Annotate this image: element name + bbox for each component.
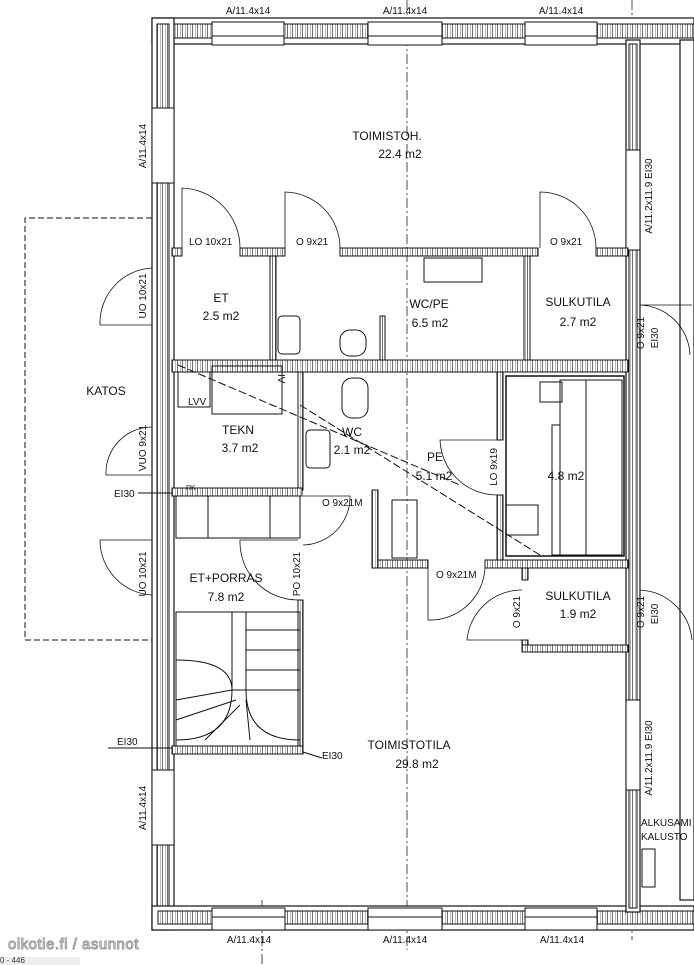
sauna-benches [391, 375, 625, 559]
room-katos-name: KATOS [86, 384, 126, 398]
katos-outline [24, 217, 152, 641]
window-label-top-3: A/11.4x14 [539, 6, 584, 17]
alkusammutus-cabinet [641, 848, 656, 888]
scale-text: 0 - 446 [0, 957, 80, 965]
room-sulkutila1-name: SULKUTILA [545, 295, 610, 309]
room-toimistotila-area: 29.8 m2 [395, 757, 439, 771]
room-tekn-name: TEKN [222, 423, 254, 437]
window-label-right-bottom: A/11.2x11.9 EI30 [644, 720, 655, 796]
room-et-name: ET [213, 291, 229, 305]
room-sulkutila2-name: SULKUTILA [545, 589, 610, 603]
room-etporras-area: 7.8 m2 [208, 590, 245, 604]
room-sulkutila2-area: 1.9 m2 [560, 607, 597, 621]
door-label-o-9x21-right: O 9x21 [636, 316, 647, 349]
rk-label: RK [186, 485, 196, 492]
door-label-o-9x21m: O 9x21M [322, 498, 363, 509]
room-wc-name: WC [342, 425, 362, 439]
iv-label: IV [275, 374, 286, 384]
window-label-top-1: A/11.4x14 [226, 6, 271, 17]
watermark: oikotie.fi / asunnot [8, 936, 139, 954]
door-label-lo-10x21: LO 10x21 [189, 237, 233, 248]
room-wcpe-area: 6.5 m2 [412, 316, 449, 330]
ei30-leader [302, 751, 323, 759]
ei30-label-stair: EI30 [322, 751, 343, 762]
alkusammutus-label-1: ALKUSAMI [641, 818, 692, 829]
exterior-walls [151, 17, 694, 931]
room-toimistoh-area: 22.4 m2 [378, 147, 422, 161]
door-label-o-9x21-sulku-right: O 9x21 [636, 595, 647, 628]
door-label-po-10x21: PO 10x21 [292, 551, 303, 596]
room-pe-area: 5.1 m2 [416, 469, 453, 483]
ei30-label-left: EI30 [114, 489, 135, 500]
door-label-vuo-9x21: VUO 9x21 [138, 424, 149, 471]
room-sulkutila1-area: 2.7 m2 [560, 315, 597, 329]
window-label-bottom-2: A/11.4x14 [383, 935, 428, 946]
room-wc-area: 2.1 m2 [334, 443, 371, 457]
room-et-area: 2.5 m2 [203, 309, 240, 323]
fixtures [175, 257, 541, 556]
lvv-label: LVV [188, 397, 206, 408]
door-swings [99, 187, 693, 641]
alkusammutus-label-2: KALUSTO [641, 832, 688, 843]
window-label-bottom-1: A/11.4x14 [227, 935, 272, 946]
door-label-o-9x21-sulku: O 9x21 [512, 595, 523, 628]
room-tekn-area: 3.7 m2 [222, 441, 259, 455]
room-wcpe-name: WC/PE [409, 297, 448, 311]
door-label-lo-9x19: LO 9x19 [489, 448, 500, 486]
room-toimistoh-name: TOIMISTOH. [352, 129, 422, 143]
room-toimistotila-name: TOIMISTOTILA [368, 738, 451, 752]
window-label-top-2: A/11.4x14 [383, 6, 428, 17]
door-label-o-9x21m: O 9x21M [436, 570, 477, 581]
window-label-right-top: A/11.2x11.9 EI30 [644, 158, 655, 234]
door-label-ei30-right: EI30 [650, 327, 661, 348]
windows [151, 21, 641, 931]
room-etporras-name: ET+PORRAS [189, 571, 262, 585]
window-label-left-bottom: A/11.4x14 [138, 785, 149, 830]
door-label-uo-10x21: UO 10x21 [138, 551, 149, 596]
staircase [175, 611, 301, 747]
door-label-o-9x21: O 9x21 [296, 237, 329, 248]
door-label-ei30-right2: EI30 [650, 603, 661, 624]
ei30-label-stair-left: EI30 [117, 737, 138, 748]
room-pe-name: PE [427, 450, 443, 464]
window-label-left-top: A/11.4x14 [138, 123, 149, 168]
window-label-bottom-3: A/11.4x14 [540, 935, 585, 946]
door-label-uo-10x21: UO 10x21 [138, 273, 149, 318]
door-label-o-9x21: O 9x21 [550, 237, 583, 248]
room-sauna-area: 4.8 m2 [548, 469, 585, 483]
